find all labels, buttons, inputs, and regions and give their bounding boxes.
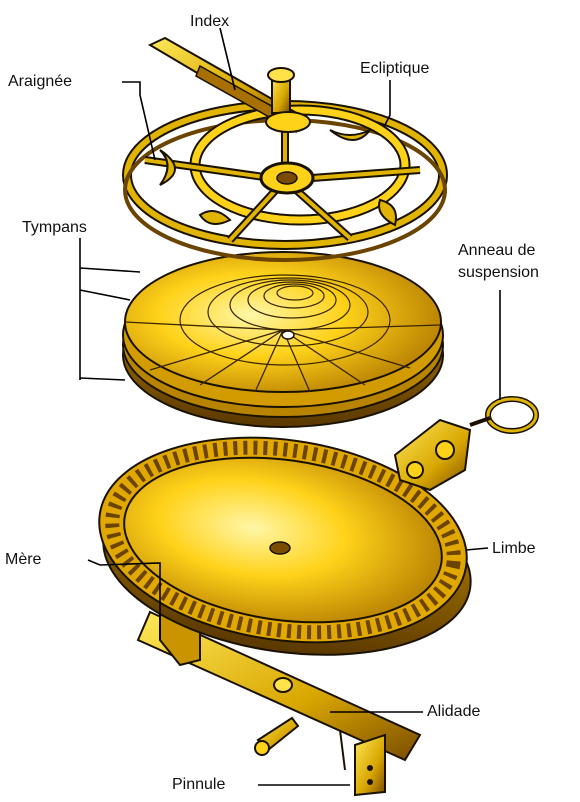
suspension-ring bbox=[470, 399, 536, 431]
index-part bbox=[150, 38, 310, 132]
label-alidade: Alidade bbox=[427, 703, 480, 721]
label-index: Index bbox=[190, 13, 229, 31]
label-pinnule: Pinnule bbox=[172, 776, 225, 794]
label-anneau-line2: suspension bbox=[458, 264, 539, 282]
label-anneau-line1: Anneau de bbox=[458, 242, 535, 260]
tympans-stack bbox=[123, 252, 443, 427]
label-limbe: Limbe bbox=[492, 540, 536, 558]
label-araignee: Araignée bbox=[8, 73, 72, 91]
pinnule-part bbox=[255, 718, 298, 755]
label-ecliptique: Ecliptique bbox=[360, 60, 429, 78]
label-tympans: Tympans bbox=[22, 219, 87, 237]
label-mere: Mère bbox=[5, 551, 41, 569]
